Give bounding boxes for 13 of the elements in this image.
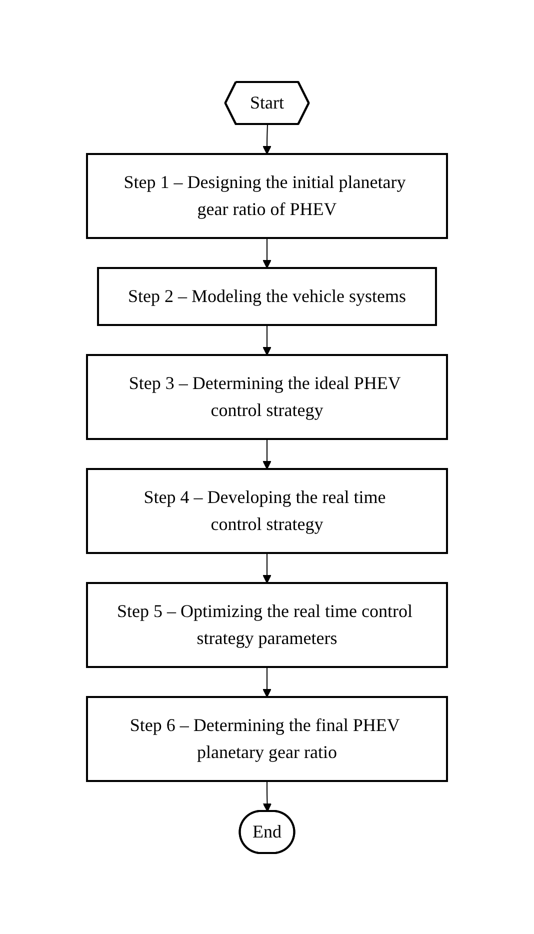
arrow <box>262 237 272 268</box>
node-box: Step 1 – Designing the initial planetary gear ratio of PHEV <box>86 152 448 238</box>
node-box: Step 3 – Determining the ideal PHEV control strategy <box>86 354 448 440</box>
arrow <box>262 438 272 469</box>
arrow <box>262 780 272 812</box>
arrow <box>262 552 272 583</box>
node-box: Step 6 – Determining the final PHEV planetary gear ratio <box>86 696 448 782</box>
node-box: Step 5 – Optimizing the real time control strategy parameters <box>86 582 448 668</box>
arrow <box>262 324 272 355</box>
node-box: Step 4 – Developing the real time control strategy <box>86 468 448 554</box>
arrow <box>262 666 272 697</box>
node-box: Step 2 – Modeling the vehicle systems <box>97 266 437 326</box>
arrow <box>262 124 272 154</box>
